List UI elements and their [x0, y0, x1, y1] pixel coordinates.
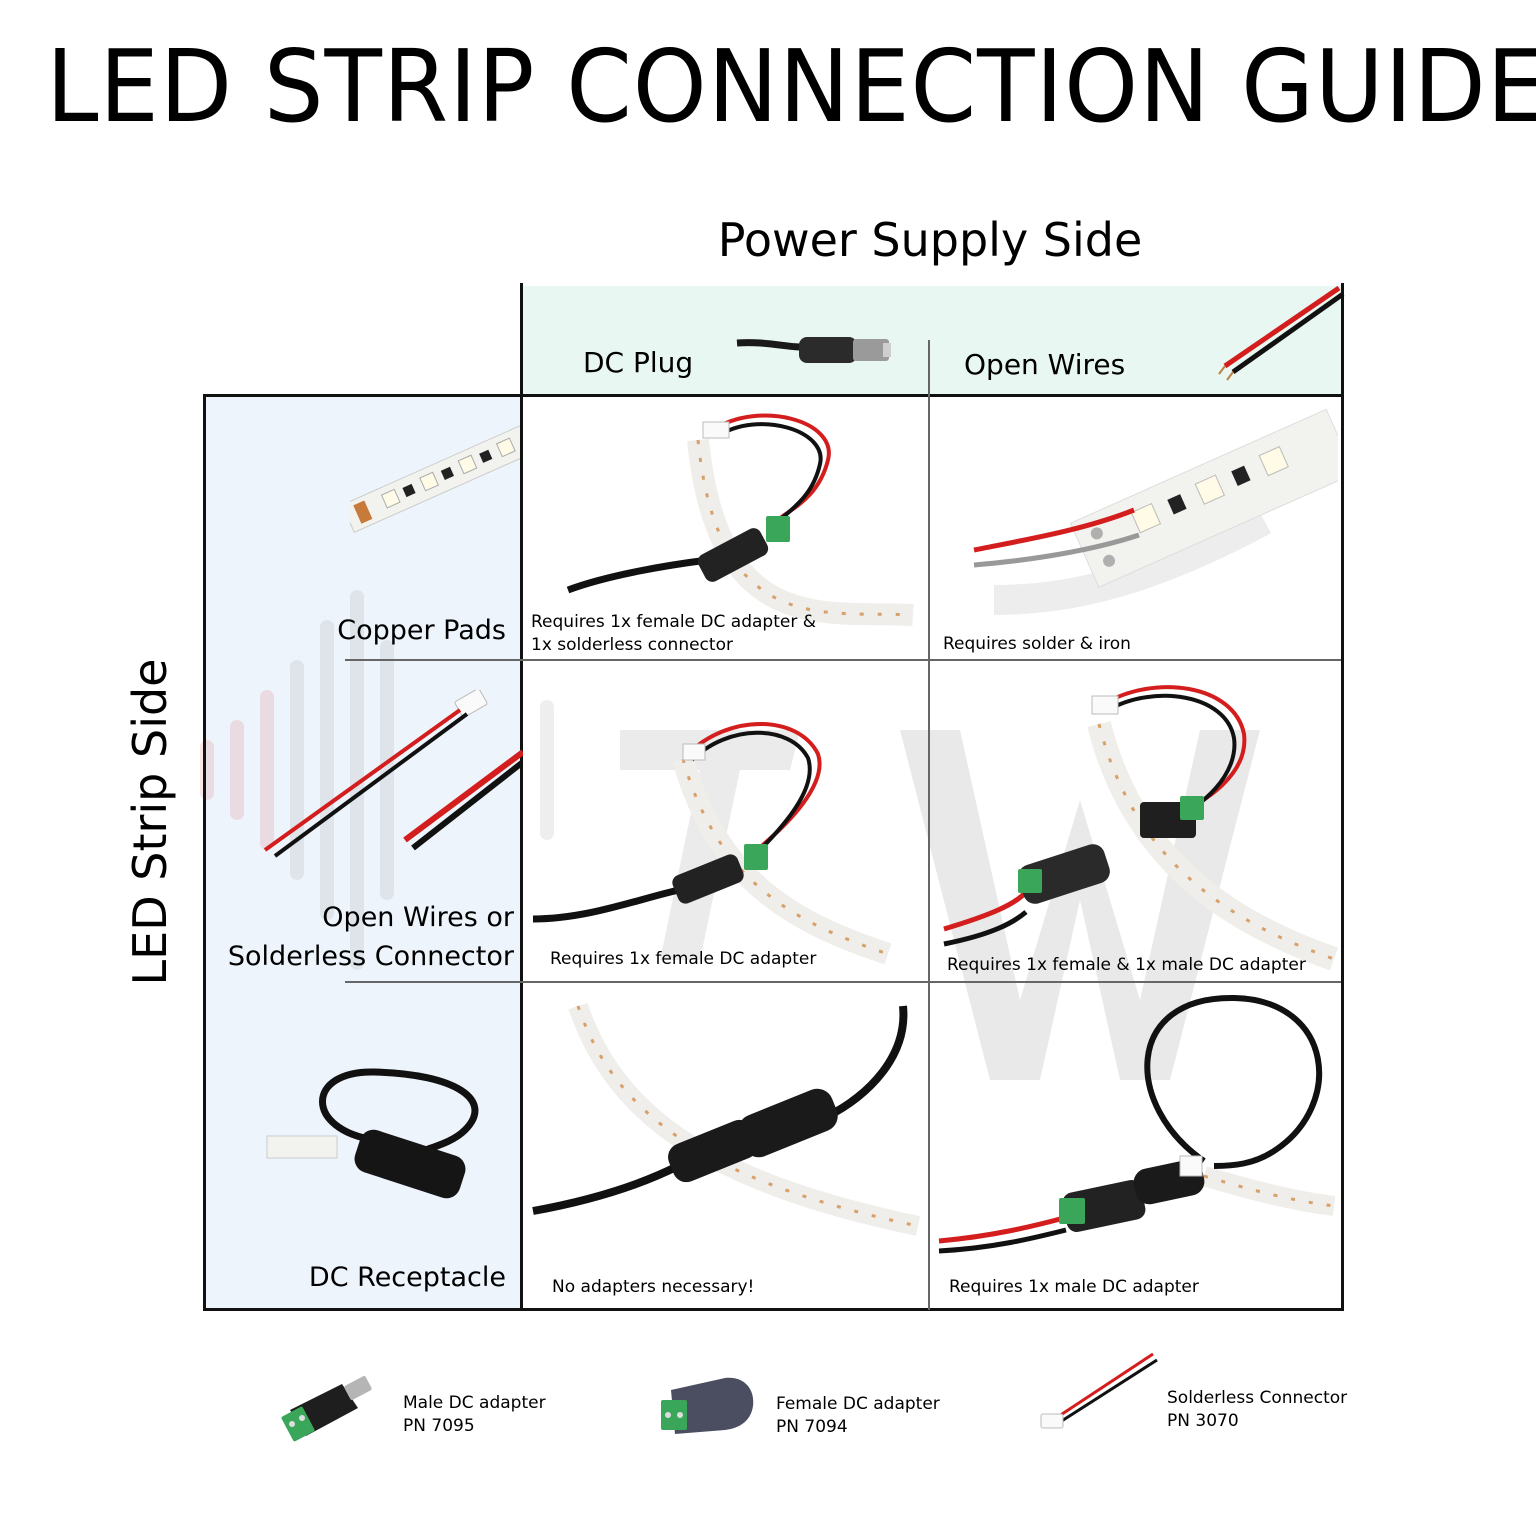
legend-male-dc-adapter-pn: PN 7095 [403, 1416, 475, 1436]
cell-caption: Requires solder & iron [943, 634, 1131, 654]
row-header-open-wires-or-solderless-connector: Open Wires or Solderless Connector [227, 902, 514, 972]
row-header-copper-pads: Copper Pads [337, 615, 506, 646]
grid-line-row-1 [345, 659, 1341, 661]
power-supply-side-title: Power Supply Side [717, 213, 1143, 267]
cell-caption: Requires 1x female & 1x male DC adapter [947, 955, 1306, 975]
male-dc-adapter-icon [281, 1376, 372, 1442]
legend-solderless-connector-icon [1040, 1352, 1158, 1429]
led-strip-side-label: LED Strip Side [123, 658, 177, 986]
page-title: LED STRIP CONNECTION GUIDE [46, 28, 1536, 145]
grid-line-bottom [203, 1308, 1344, 1311]
connection-photo-icon [973, 408, 1338, 615]
cell-open-wires-open-wires: Requires 1x female & 1x male DC adapter [934, 664, 1338, 978]
cell-dc-receptacle-dc-plug: No adapters necessary! [528, 986, 924, 1304]
cell-dc-receptacle-open-wires: Requires 1x male DC adapter [934, 986, 1338, 1304]
grid-line-outer-left [203, 394, 206, 1311]
cell-copper-pads-dc-plug: Requires 1x female DC adapter & 1x solde… [528, 400, 924, 656]
legend-male-dc-adapter-name: Male DC adapter [403, 1393, 546, 1413]
legend-solderless-connector-pn: PN 3070 [1167, 1411, 1239, 1431]
connection-photo-icon [532, 722, 892, 965]
cell-caption: No adapters necessary! [552, 1277, 755, 1297]
legend-solderless-connector-name: Solderless Connector [1167, 1388, 1348, 1408]
column-header-dc-plug: DC Plug [583, 346, 694, 379]
cell-caption: Requires 1x female DC adapter & 1x solde… [531, 612, 816, 655]
column-header-background [522, 286, 1342, 396]
cell-caption: Requires 1x female DC adapter [550, 949, 817, 969]
cell-caption: Requires 1x male DC adapter [949, 1277, 1199, 1297]
solderless-connector-icon [263, 690, 523, 858]
grid-line-left [520, 283, 523, 1311]
column-header-open-wires: Open Wires [964, 348, 1126, 381]
legend-female-dc-adapter-name: Female DC adapter [776, 1394, 940, 1414]
connection-photo-icon [943, 685, 1338, 971]
cell-copper-pads-open-wires: Requires solder & iron [934, 400, 1338, 656]
dc-plug-icon [736, 337, 891, 363]
dc-receptacle-icon [266, 1068, 479, 1199]
cell-open-wires-dc-plug: Requires 1x female DC adapter [528, 664, 924, 978]
grid-line-middle [928, 340, 930, 1310]
female-dc-adapter-icon [661, 1377, 754, 1434]
led-strip-copper-pads-icon [350, 422, 520, 534]
connection-photo-icon [566, 413, 914, 626]
connection-photo-icon [938, 994, 1336, 1254]
connection-photo-icon [532, 1002, 921, 1236]
grid-line-right [1341, 283, 1344, 1311]
open-wires-icon [1218, 285, 1345, 381]
grid-line-row-2 [345, 981, 1341, 983]
legend-female-dc-adapter-pn: PN 7094 [776, 1417, 848, 1437]
grid-line-header [203, 394, 1344, 397]
row-header-dc-receptacle: DC Receptacle [308, 1262, 506, 1293]
